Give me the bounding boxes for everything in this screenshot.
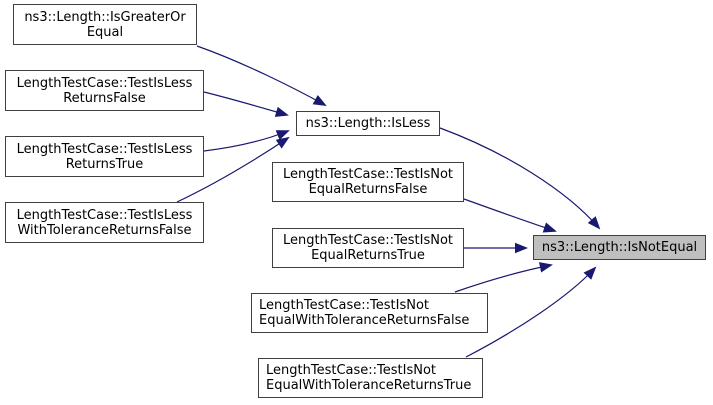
edge-test-is-not-equal-returns-false-to-is-not-equal: [463, 198, 557, 233]
node-label-line: LengthTestCase::TestIsLess: [16, 141, 193, 157]
node-label-line: Equal: [86, 24, 124, 40]
edge-test-is-less-returns-false-to-is-less: [203, 91, 289, 117]
graph-node-is-greater-or-equal[interactable]: ns3::Length::IsGreaterOr Equal: [13, 4, 197, 45]
graph-node-test-is-not-equal-with-tolerance-returns-false[interactable]: LengthTestCase::TestIsNot EqualWithToler…: [251, 293, 488, 333]
node-label-line: EqualWithToleranceReturnsFalse: [259, 313, 470, 328]
node-label-line: EqualReturnsTrue: [311, 248, 425, 263]
node-label-line: LengthTestCase::TestIsNot: [266, 363, 436, 378]
node-label-line: LengthTestCase::TestIsLess: [16, 207, 193, 223]
node-label-line: LengthTestCase::TestIsNot: [283, 167, 453, 182]
node-label-line: EqualWithToleranceReturnsTrue: [266, 378, 472, 393]
graph-node-test-is-less-with-tolerance-returns-false[interactable]: LengthTestCase::TestIsLess WithTolerance…: [5, 202, 204, 243]
graph-node-is-less[interactable]: ns3::Length::IsLess: [296, 111, 440, 136]
node-label-line: ReturnsTrue: [65, 156, 144, 172]
edge-test-is-not-equal-with-tolerance-returns-false-to-is-not-equal: [454, 262, 553, 293]
node-label-line: ReturnsFalse: [63, 90, 146, 106]
graph-node-test-is-less-returns-true[interactable]: LengthTestCase::TestIsLess ReturnsTrue: [5, 136, 204, 177]
node-label-line: LengthTestCase::TestIsNot: [283, 233, 453, 248]
edge-is-less-to-is-not-equal: [439, 127, 601, 230]
graph-node-test-is-not-equal-returns-true[interactable]: LengthTestCase::TestIsNot EqualReturnsTr…: [272, 228, 464, 268]
graph-node-test-is-less-returns-false[interactable]: LengthTestCase::TestIsLess ReturnsFalse: [5, 70, 204, 111]
edge-test-is-not-equal-with-tolerance-returns-true-to-is-not-equal: [465, 266, 597, 358]
graph-node-test-is-not-equal-returns-false[interactable]: LengthTestCase::TestIsNot EqualReturnsFa…: [272, 162, 464, 202]
node-label-line: EqualReturnsFalse: [308, 182, 428, 197]
graph-node-test-is-not-equal-with-tolerance-returns-true[interactable]: LengthTestCase::TestIsNot EqualWithToler…: [258, 358, 483, 398]
edge-test-is-less-with-tolerance-returns-false-to-is-less: [176, 136, 290, 203]
node-label-line: LengthTestCase::TestIsLess: [16, 75, 193, 91]
edge-test-is-less-returns-true-to-is-less: [203, 130, 290, 152]
graph-node-is-not-equal-current: ns3::Length::IsNotEqual: [533, 235, 706, 260]
edge-is-greater-or-equal-to-is-less: [196, 45, 327, 106]
node-label-line: WithToleranceReturnsFalse: [17, 222, 192, 238]
node-label-line: LengthTestCase::TestIsNot: [259, 298, 429, 313]
node-label-line: ns3::Length::IsNotEqual: [541, 240, 698, 255]
node-label-line: ns3::Length::IsLess: [305, 116, 431, 131]
node-label-line: ns3::Length::IsGreaterOr: [24, 9, 186, 25]
